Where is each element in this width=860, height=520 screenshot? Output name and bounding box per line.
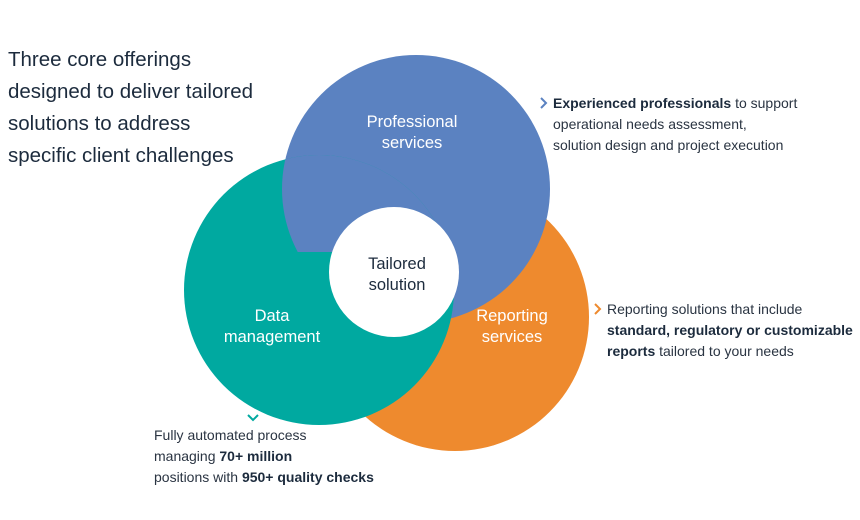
reporting-services-label: Reporting services xyxy=(452,306,572,348)
reporting-callout-line-3: reports tailored to your needs xyxy=(607,341,853,362)
reporting-callout-line-1: Reporting solutions that include xyxy=(607,301,803,317)
data-callout: Fully automated process managing 70+ mil… xyxy=(154,425,374,488)
data-callout-text-3: positions with xyxy=(154,469,242,485)
tailored-solution-center xyxy=(329,207,459,337)
data-callout-bold-2: 70+ million xyxy=(219,448,293,464)
chevron-down-icon xyxy=(247,414,259,422)
center-label-line-2: solution xyxy=(368,276,426,294)
data-callout-line-2: managing 70+ million xyxy=(154,446,374,467)
data-label-line-2: management xyxy=(223,328,321,346)
center-label-line-1: Tailored xyxy=(368,255,426,273)
headline-line-2: designed to deliver tailored xyxy=(8,80,254,103)
professional-callout-text: to support xyxy=(731,95,798,111)
reporting-callout-text-3: tailored to your needs xyxy=(655,343,794,359)
professional-label-line-2: services xyxy=(381,134,443,152)
reporting-label-line-1: Reporting xyxy=(476,307,548,325)
professional-callout-line-1: Experienced professionals to support xyxy=(553,93,797,114)
chevron-right-icon xyxy=(594,303,602,315)
professional-label-line-1: Professional xyxy=(366,113,458,131)
headline-line-3: solutions to address xyxy=(8,112,191,135)
reporting-callout-bold-3: reports xyxy=(607,343,656,359)
reporting-label-line-2: services xyxy=(481,328,543,346)
data-callout-bold-3: 950+ quality checks xyxy=(241,469,374,485)
headline-line-1: Three core offerings xyxy=(8,48,192,71)
data-management-label: Data management xyxy=(212,306,332,348)
professional-callout-line-2: operational needs assessment, xyxy=(553,116,747,132)
data-callout-line-3: positions with 950+ quality checks xyxy=(154,467,374,488)
professional-callout-line-3: solution design and project execution xyxy=(553,137,784,153)
headline-line-4: specific client challenges xyxy=(8,144,234,167)
professional-services-label: Professional services xyxy=(352,112,472,154)
reporting-callout-bold-2: standard, regulatory or customizable xyxy=(607,322,853,338)
data-callout-line-1: Fully automated process xyxy=(154,427,307,443)
professional-callout-bold: Experienced professionals xyxy=(553,95,732,111)
reporting-callout-line-2: standard, regulatory or customizable xyxy=(607,320,853,341)
professional-callout: Experienced professionals to support ope… xyxy=(553,93,797,156)
reporting-callout: Reporting solutions that include standar… xyxy=(607,299,853,362)
tailored-solution-label: Tailored solution xyxy=(347,254,447,296)
headline: Three core offerings designed to deliver… xyxy=(8,44,288,172)
data-label-line-1: Data xyxy=(254,307,290,325)
data-callout-text-2: managing xyxy=(154,448,220,464)
chevron-right-icon xyxy=(540,97,548,109)
